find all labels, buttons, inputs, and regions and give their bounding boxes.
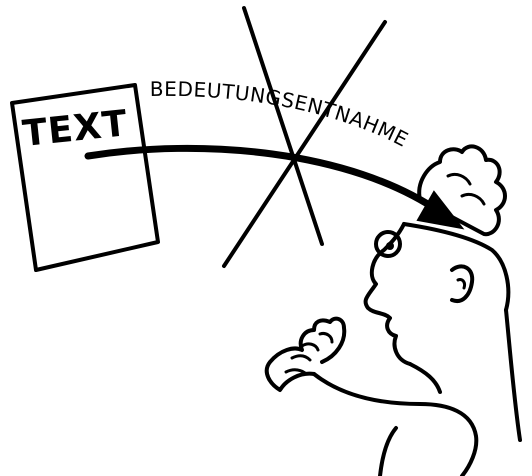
document-title: TEXT [21,103,130,155]
ear [452,266,472,301]
hand [267,319,345,390]
crossed-out-mark [224,8,385,266]
document-page: TEXT [12,85,158,270]
body-outline [314,374,476,476]
